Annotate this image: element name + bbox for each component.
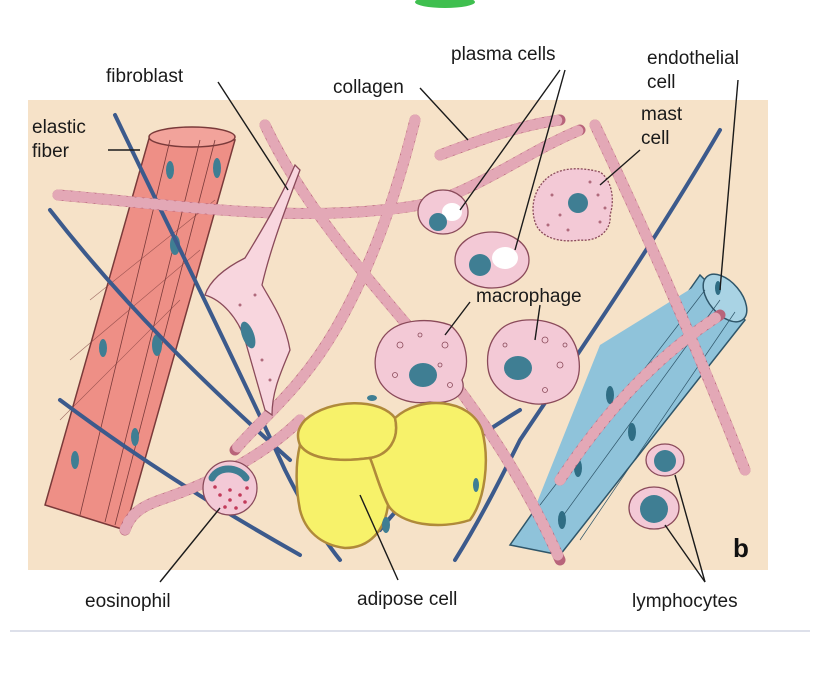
label-fibroblast: fibroblast bbox=[106, 66, 184, 87]
macrophage-cell-2 bbox=[488, 320, 580, 404]
label-endothelial-cell: cell bbox=[647, 72, 676, 93]
label-adipose-cell: adipose cell bbox=[357, 589, 457, 610]
label-collagen: collagen bbox=[333, 77, 404, 98]
eosinophil-cell bbox=[203, 461, 257, 515]
top-green-fragment bbox=[415, 0, 475, 8]
label-plasma-cells: plasma cells bbox=[451, 44, 556, 65]
label-mast-cell: cell bbox=[641, 128, 670, 149]
label-fiber: fiber bbox=[32, 141, 70, 162]
lymphocyte-2 bbox=[629, 487, 679, 529]
bottom-divider bbox=[10, 630, 810, 632]
mast-cell bbox=[533, 169, 612, 241]
label-endothelial: endothelial bbox=[647, 48, 739, 69]
plasma-cell-1 bbox=[418, 190, 468, 234]
label-macrophage: macrophage bbox=[476, 286, 582, 307]
label-elastic: elastic bbox=[32, 117, 86, 138]
label-eosinophil: eosinophil bbox=[85, 591, 171, 612]
label-mast: mast bbox=[641, 104, 683, 125]
macrophage-cell-1 bbox=[375, 321, 466, 403]
label-lymphocytes: lymphocytes bbox=[632, 591, 738, 612]
lymphocyte-1 bbox=[646, 444, 684, 476]
panel-letter: b bbox=[733, 533, 749, 563]
